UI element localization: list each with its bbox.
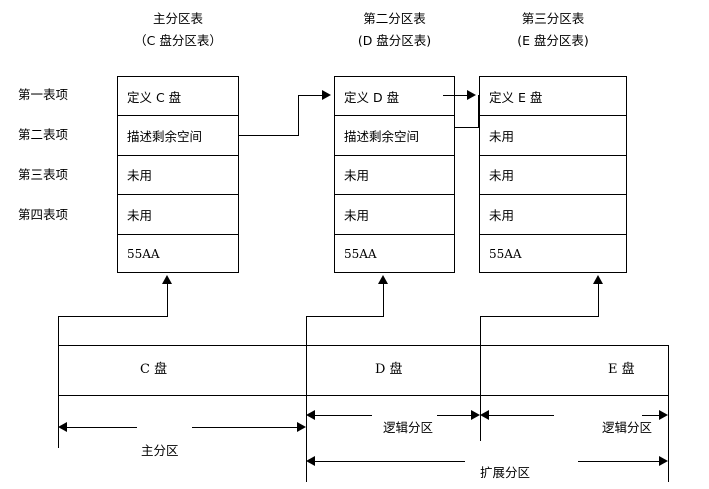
- row-label-3: 第三表项: [18, 167, 69, 182]
- disk-divider-c-d: [306, 316, 307, 482]
- table-header-3-main: 第三分区表: [521, 11, 585, 26]
- table-row: 未用: [118, 195, 238, 235]
- table-row: 55AA: [489, 247, 522, 262]
- connector-e-arrowhead-icon: [593, 275, 603, 284]
- table-header-2-main: 第二分区表: [363, 11, 426, 26]
- link-2-horizontal-d: [443, 95, 468, 96]
- link-1-arrowhead-icon: [322, 90, 331, 100]
- table-row: 描述剩余空间: [118, 116, 238, 156]
- table-row: 定义 C 盘: [118, 77, 238, 117]
- dim-logical-d-line-left: [310, 415, 372, 416]
- table-header-3-sub: (E 盘分区表): [517, 33, 589, 48]
- link-2-vertical: [478, 95, 479, 128]
- table-row: 定义 D 盘: [335, 77, 454, 117]
- dim-extended-line-right: [578, 461, 664, 462]
- table-row: 未用: [118, 156, 238, 196]
- dim-logical-d-arrow-right-icon: [471, 410, 480, 420]
- connector-d-arrowhead-icon: [378, 275, 388, 284]
- disk-right-edge: [668, 345, 669, 482]
- dim-primary-line-right: [192, 427, 302, 428]
- dim-primary-label: 主分区: [141, 443, 179, 458]
- dim-primary-line-left: [62, 427, 137, 428]
- row-label-1: 第一表项: [18, 87, 69, 102]
- link-2-arrowhead-icon: [467, 90, 476, 100]
- row-label-2: 第二表项: [18, 127, 69, 142]
- dim-logical-e-label: 逻辑分区: [602, 420, 653, 435]
- table-row: 未用: [480, 156, 626, 196]
- dim-extended-arrow-right-icon: [659, 456, 668, 466]
- table-header-1-main: 主分区表: [152, 11, 203, 26]
- table-row: 55AA: [127, 247, 160, 262]
- table-row: 未用: [335, 156, 454, 196]
- dim-extended-label: 扩展分区: [480, 465, 531, 480]
- dim-logical-d-arrow-left-icon: [306, 410, 315, 420]
- link-1-vertical: [298, 95, 299, 136]
- connector-d-horizontal: [306, 316, 384, 317]
- third-partition-table: 定义 E 盘 未用 未用 未用 55AA: [479, 76, 627, 273]
- table-row: 定义 E 盘: [480, 77, 626, 117]
- link-2-horizontal-a: [455, 127, 479, 128]
- row-label-4: 第四表项: [18, 207, 69, 222]
- dim-logical-d-label: 逻辑分区: [383, 420, 434, 435]
- dim-primary-arrow-right-icon: [297, 422, 306, 432]
- dim-logical-e-line-right: [642, 415, 664, 416]
- link-1-horizontal-a: [239, 135, 299, 136]
- dim-extended-line-left: [310, 461, 465, 462]
- dim-primary-arrow-left-icon: [58, 422, 67, 432]
- dim-logical-d-line-right: [437, 415, 476, 416]
- table-row: 未用: [480, 116, 626, 156]
- link-1-horizontal-b: [298, 95, 323, 96]
- primary-partition-table: 定义 C 盘 描述剩余空间 未用 未用 55AA: [117, 76, 239, 273]
- connector-e-horizontal: [480, 316, 599, 317]
- dim-logical-e-arrow-right-icon: [659, 410, 668, 420]
- disk-divider-d-e: [480, 316, 481, 441]
- connector-c-horizontal: [58, 316, 168, 317]
- connector-c-vertical: [167, 284, 168, 317]
- connector-c-arrowhead-icon: [162, 275, 172, 284]
- connector-d-vertical: [383, 284, 384, 317]
- dim-extended-arrow-left-icon: [306, 456, 315, 466]
- disk-bar: [58, 345, 668, 396]
- table-header-2-sub: (D 盘分区表): [357, 33, 432, 48]
- disk-segment-label-e: E 盘: [608, 362, 635, 377]
- disk-segment-label-d: D 盘: [375, 362, 403, 377]
- connector-e-vertical: [598, 284, 599, 317]
- table-row: 55AA: [344, 247, 377, 262]
- disk-segment-label-c: C 盘: [140, 362, 168, 377]
- dim-logical-e-arrow-left-icon: [480, 410, 489, 420]
- table-row: 未用: [335, 195, 454, 235]
- table-row: 未用: [480, 195, 626, 235]
- disk-left-edge: [58, 316, 59, 448]
- second-partition-table: 定义 D 盘 描述剩余空间 未用 未用 55AA: [334, 76, 455, 273]
- dim-logical-e-line-left: [484, 415, 554, 416]
- table-row: 描述剩余空间: [335, 116, 454, 156]
- table-header-1-sub: （C 盘分区表）: [134, 33, 222, 48]
